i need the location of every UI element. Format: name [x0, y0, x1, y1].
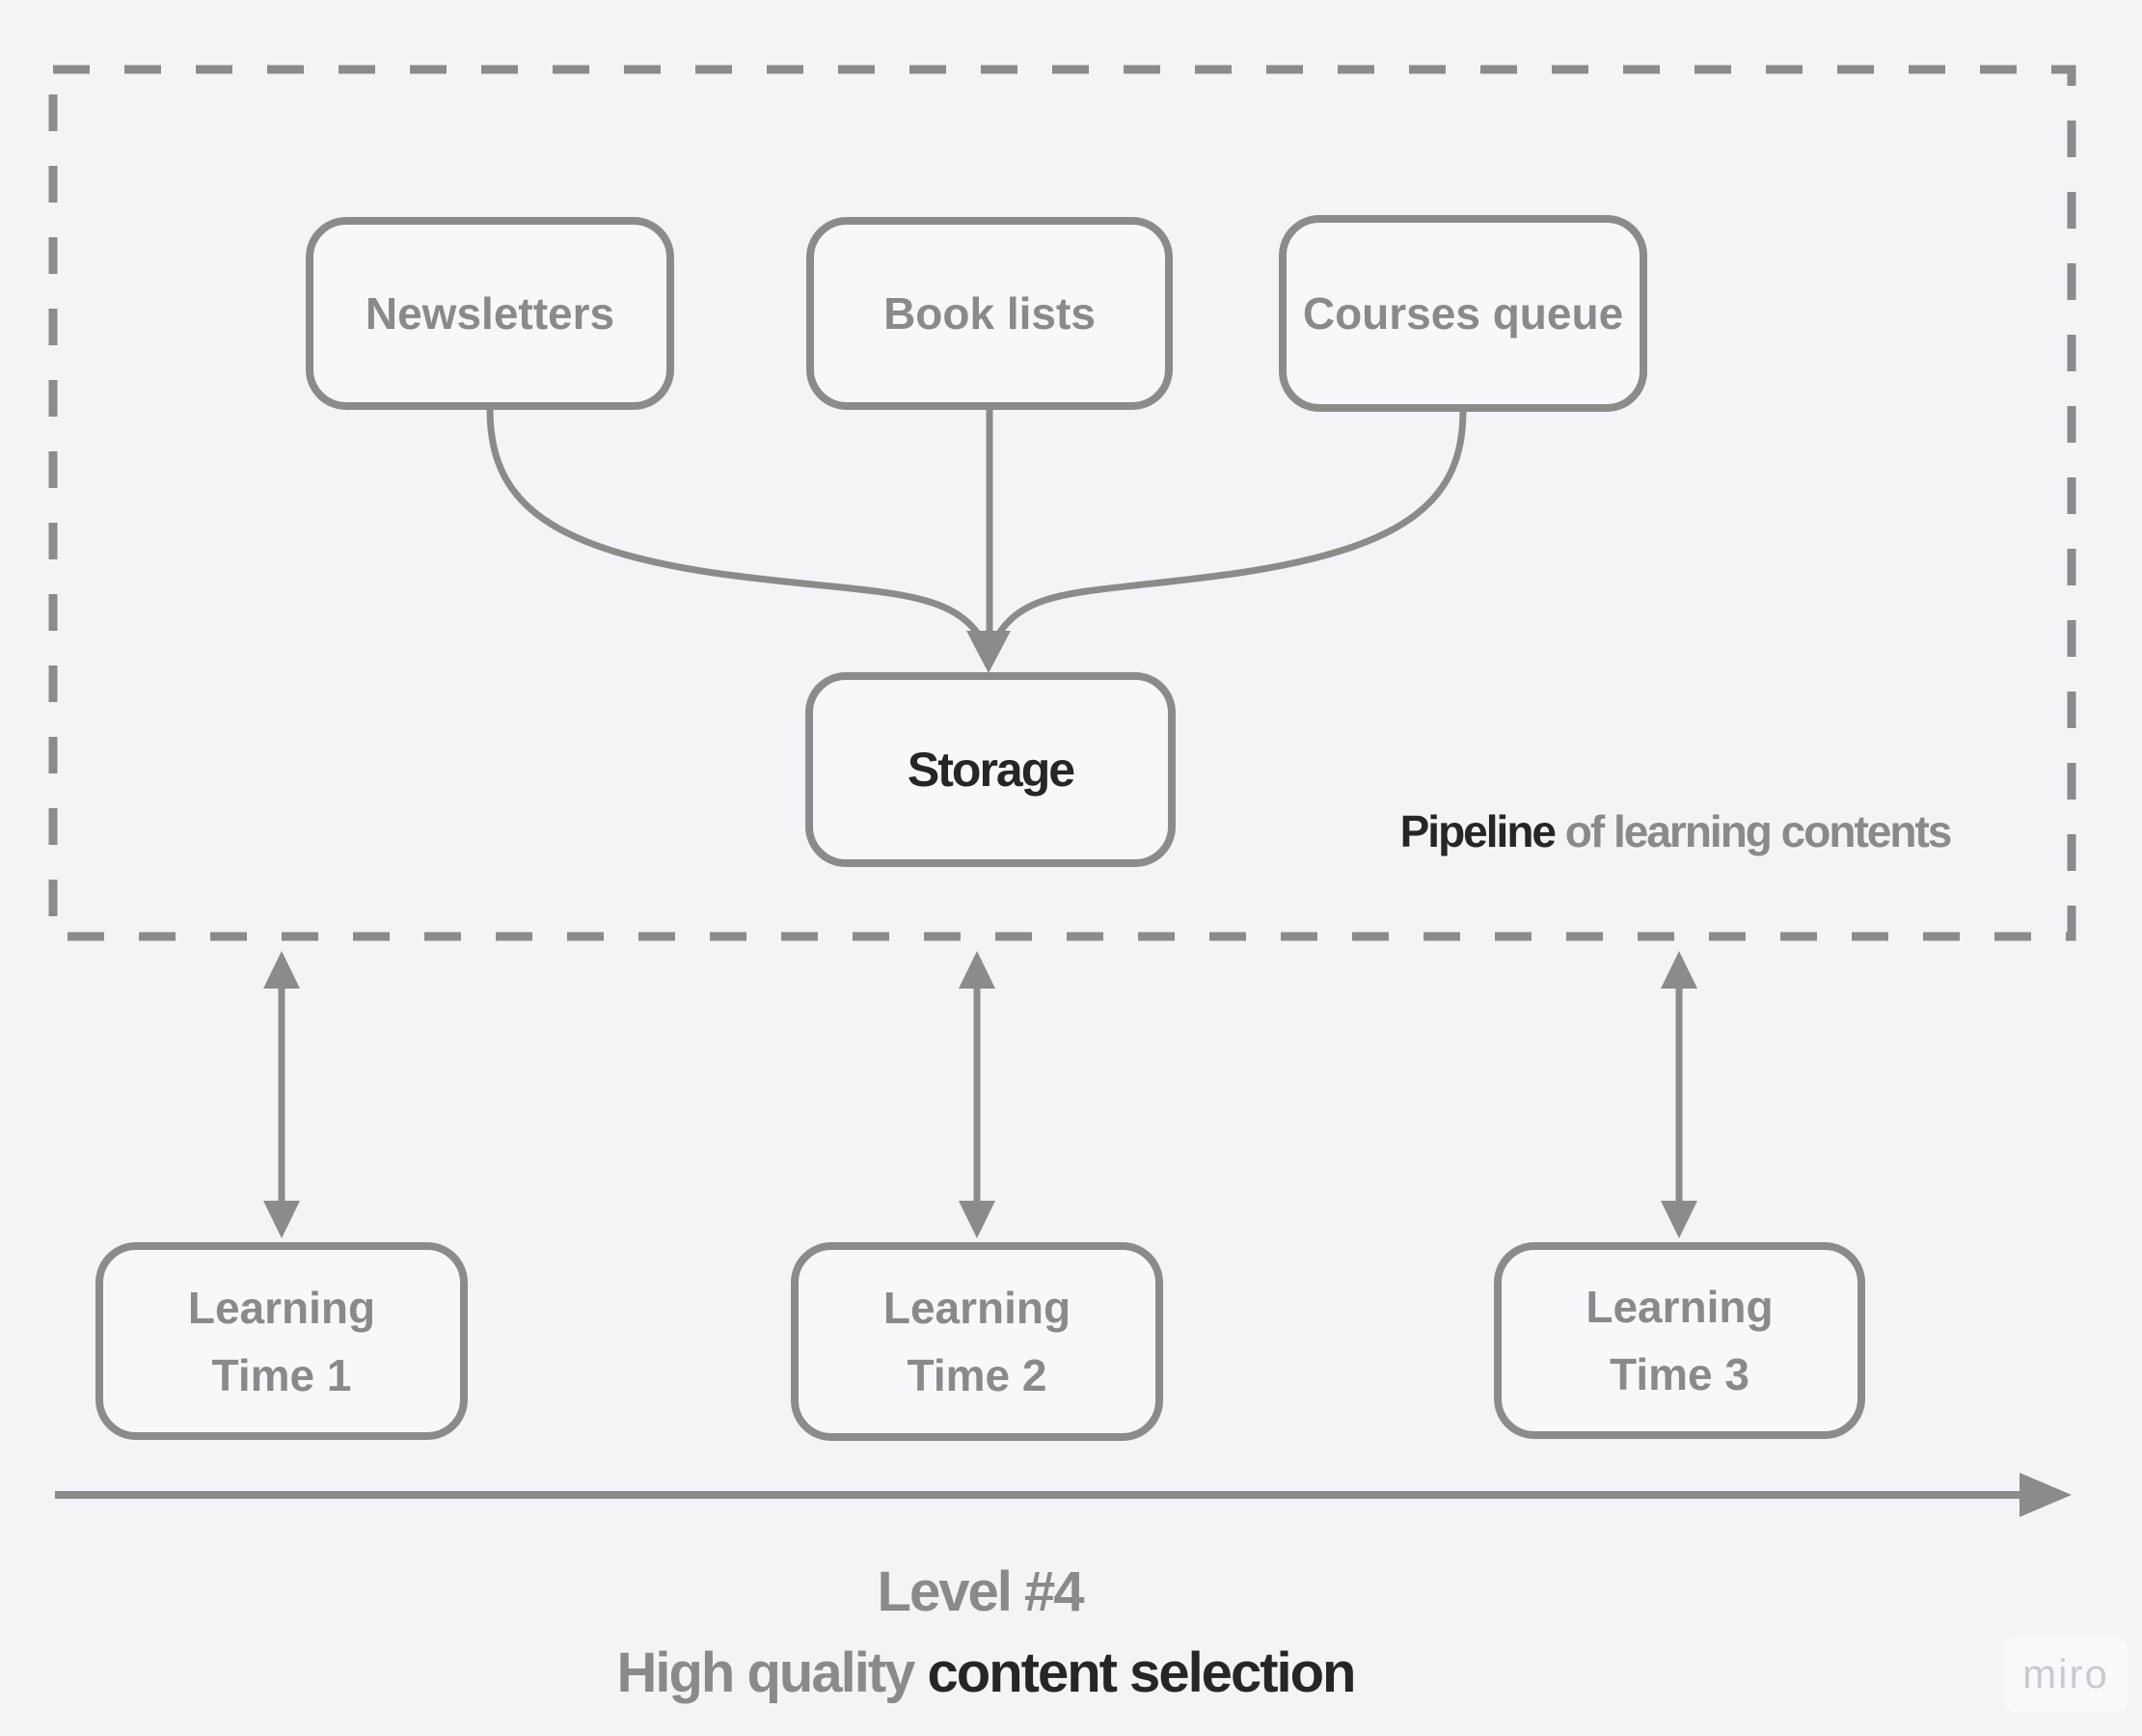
arrow-up-icon	[1661, 951, 1697, 989]
merge-arrowhead-icon	[966, 631, 1011, 673]
node-label: Storage	[907, 743, 1075, 797]
arrow-up-icon	[263, 951, 300, 989]
node-label: Courses queue	[1302, 288, 1624, 339]
level-caption[interactable]: Level #4	[594, 1558, 1366, 1627]
caption-gray-text: of learning contents	[1564, 806, 1953, 856]
sync-arrow-3[interactable]	[1661, 951, 1697, 1238]
timeline-arrow[interactable]	[55, 1473, 2072, 1517]
connector-newsletters-storage[interactable]	[486, 405, 987, 645]
miro-watermark-text: miro	[2022, 1651, 2109, 1696]
arrow-down-icon	[959, 1201, 995, 1238]
node-label: Newsletters	[365, 288, 615, 339]
quality-caption[interactable]: High quality content selection	[503, 1639, 1468, 1708]
miro-watermark[interactable]: miro	[2004, 1637, 2128, 1712]
quality-dark-text: content selection	[927, 1641, 1357, 1704]
storage-node[interactable]: Storage	[805, 672, 1176, 867]
node-label: Book lists	[883, 288, 1096, 339]
caption-bold-text: Pipeline	[1399, 806, 1557, 856]
pipeline-boundary-frame[interactable]	[48, 65, 2076, 941]
level-text: Level #4	[877, 1560, 1085, 1623]
arrow-down-icon	[1661, 1201, 1697, 1238]
arrow-right-icon	[2020, 1473, 2072, 1517]
source-node-newsletters[interactable]: Newsletters	[306, 217, 674, 410]
source-node-book-lists[interactable]: Book lists	[806, 217, 1173, 410]
arrow-up-icon	[959, 951, 995, 989]
sync-arrow-1[interactable]	[263, 951, 300, 1238]
sync-arrow-2[interactable]	[959, 951, 995, 1238]
connector-coursesqueue-storage[interactable]	[990, 407, 1467, 645]
quality-gray-text: High quality	[616, 1641, 916, 1704]
pipeline-caption[interactable]: Pipeline of learning contents	[1338, 797, 2013, 866]
source-node-courses-queue[interactable]: Courses queue	[1279, 215, 1647, 412]
arrow-down-icon	[263, 1201, 300, 1238]
